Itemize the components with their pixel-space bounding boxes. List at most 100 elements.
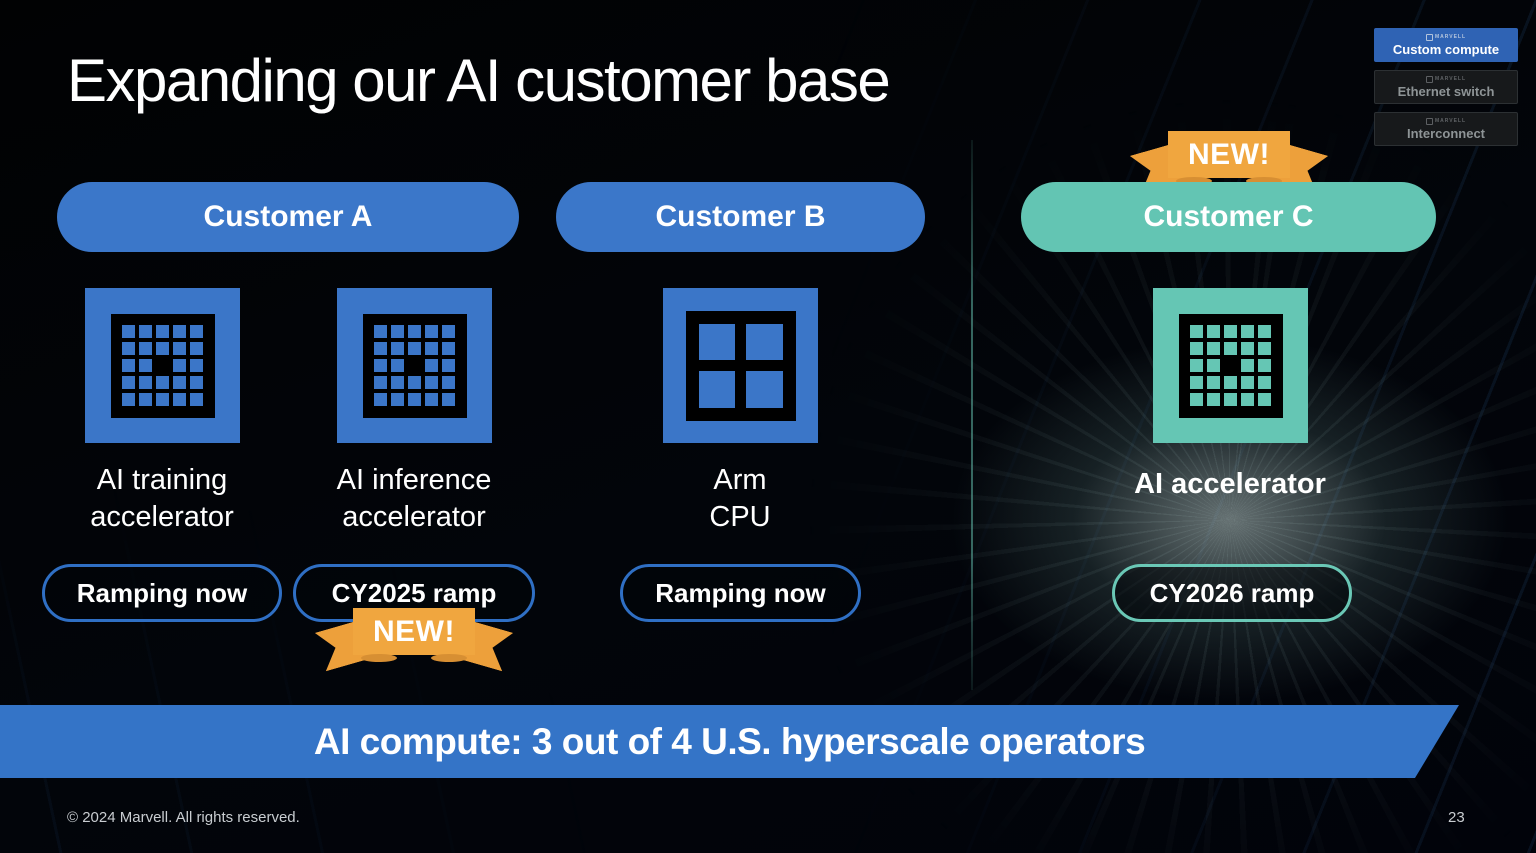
- chip-cell: [1206, 393, 1220, 407]
- chip-cell: [442, 393, 456, 407]
- chip-die: [685, 310, 796, 421]
- chip-cell: [190, 341, 204, 355]
- status-pill-ramping-now-a: Ramping now: [42, 564, 282, 622]
- chip-cell: [390, 376, 404, 390]
- marvell-wordmark: MARVELL: [1434, 34, 1467, 40]
- chip-cell: [1258, 393, 1272, 407]
- customer-c-label: Customer C: [1143, 200, 1314, 233]
- label-line2: accelerator: [90, 501, 234, 533]
- product-label-ai-training: AI training accelerator: [32, 462, 292, 536]
- marvell-logo-icon: MARVELL: [1425, 117, 1467, 125]
- chip-cell: [373, 393, 387, 407]
- product-tab-ethernet-switch[interactable]: MARVELL Ethernet switch: [1374, 70, 1518, 104]
- chip-cell: [155, 376, 170, 390]
- chip-cell: [155, 341, 170, 355]
- chip-cell: [190, 324, 204, 338]
- new-ribbon-cy2025: NEW!: [321, 608, 507, 676]
- ribbon-shadow: [1246, 177, 1282, 185]
- marvell-wordmark: MARVELL: [1434, 118, 1467, 124]
- chip-cell: [1241, 393, 1255, 407]
- chip-cell: [425, 358, 439, 373]
- product-tab-custom-compute[interactable]: MARVELL Custom compute: [1374, 28, 1518, 62]
- chip-cell: [190, 358, 204, 373]
- customer-a-pill: Customer A: [57, 182, 519, 252]
- chip-cell: [138, 324, 152, 338]
- ribbon-shadow: [1176, 177, 1212, 185]
- chip-cell: [425, 393, 439, 407]
- ribbon-band: NEW!: [353, 608, 475, 655]
- chip-cell: [373, 358, 387, 373]
- slide-title: Expanding our AI customer base: [67, 47, 891, 114]
- marvell-mark-icon: [1425, 117, 1433, 125]
- chip-cell: [173, 358, 187, 373]
- customer-a-label: Customer A: [203, 200, 373, 233]
- chip-cell: [121, 376, 135, 390]
- chip-cell: [1223, 341, 1238, 355]
- chip-cell: [407, 393, 422, 407]
- marvell-mark-icon: [1425, 33, 1433, 41]
- chip-cell: [1206, 341, 1220, 355]
- chip-cell: [373, 341, 387, 355]
- chip-cell: [1224, 359, 1237, 372]
- product-tab-label: Interconnect: [1406, 125, 1485, 141]
- label-line1: Arm: [713, 464, 767, 496]
- chip-cell: [390, 358, 404, 373]
- chip-cell: [156, 359, 169, 372]
- chip-icon-arm-cpu: [663, 288, 818, 443]
- chip-cell: [1206, 358, 1220, 373]
- new-label: NEW!: [1188, 137, 1270, 171]
- chip-cell: [138, 358, 152, 373]
- chip-cell: [173, 393, 187, 407]
- label-line2: accelerator: [342, 501, 486, 533]
- chip-cell: [373, 324, 387, 338]
- chip-cell: [1241, 341, 1255, 355]
- chip-cell: [138, 376, 152, 390]
- chip-cell: [746, 323, 783, 360]
- section-divider-line: [971, 140, 973, 690]
- new-label: NEW!: [373, 614, 455, 648]
- chip-cell: [121, 324, 135, 338]
- chip-cell: [407, 324, 422, 338]
- chip-cell: [121, 358, 135, 373]
- chip-die: [362, 313, 467, 418]
- chip-cell: [1223, 376, 1238, 390]
- status-label: Ramping now: [655, 577, 826, 608]
- chip-cell: [390, 393, 404, 407]
- chip-cell: [173, 341, 187, 355]
- chip-cell: [442, 341, 456, 355]
- chip-cell: [1258, 376, 1272, 390]
- product-label-ai-accelerator: AI accelerator: [1080, 466, 1380, 503]
- chip-cell: [407, 341, 422, 355]
- chip-cell: [1223, 324, 1238, 338]
- chip-cell: [1258, 324, 1272, 338]
- chip-cell: [1241, 376, 1255, 390]
- chip-cell: [442, 358, 456, 373]
- chip-cell: [1258, 341, 1272, 355]
- chip-cell: [407, 376, 422, 390]
- status-label: Ramping now: [76, 577, 248, 608]
- chip-die: [1178, 313, 1283, 418]
- product-tab-interconnect[interactable]: MARVELL Interconnect: [1374, 112, 1518, 146]
- product-label-ai-inference: AI inference accelerator: [284, 462, 544, 536]
- status-pill-cy2026-ramp: CY2026 ramp: [1112, 564, 1352, 622]
- chip-cell: [373, 376, 387, 390]
- chip-icon-ai-accelerator: [1153, 288, 1308, 443]
- chip-cell: [190, 393, 204, 407]
- chip-cell: [425, 341, 439, 355]
- chip-cell: [442, 324, 456, 338]
- product-selector: MARVELL Custom compute MARVELL Ethernet …: [1374, 28, 1518, 154]
- chip-cell: [1258, 358, 1272, 373]
- ribbon-shadow: [431, 654, 467, 662]
- chip-cell: [698, 371, 735, 408]
- label-line1: AI inference: [336, 464, 492, 496]
- status-label: CY2025 ramp: [331, 577, 497, 608]
- customer-b-label: Customer B: [655, 200, 826, 233]
- chip-cell: [425, 324, 439, 338]
- chip-cell: [121, 341, 135, 355]
- product-tab-label: Custom compute: [1392, 41, 1500, 57]
- chip-icon-ai-training: [85, 288, 240, 443]
- chip-cell: [425, 376, 439, 390]
- status-pill-ramping-now-b: Ramping now: [620, 564, 861, 622]
- chip-cell: [1206, 324, 1220, 338]
- chip-cell: [1241, 324, 1255, 338]
